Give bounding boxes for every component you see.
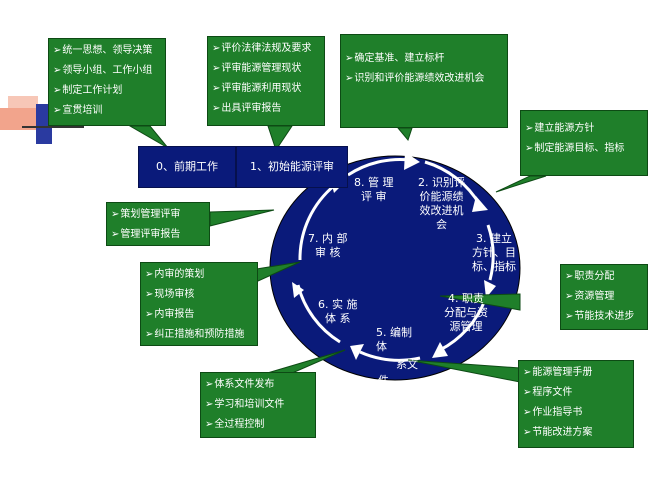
callout-item: 纠正措施和预防措施 (145, 325, 253, 345)
callout-item: 能源管理手册 (523, 363, 629, 383)
callout-item: 策划管理评审 (111, 205, 205, 225)
segment-label-5b: 系文 (396, 358, 418, 371)
callout-box-initial-review: 评价法律法规及要求 评审能源管理现状 评审能源利用现状 出具评审报告 (207, 36, 325, 126)
callout-item: 识别和评价能源绩效改进机会 (345, 69, 503, 89)
callout-box-baseline: 确定基准、建立标杆 识别和评价能源绩效改进机会 (340, 34, 508, 128)
callout-box-implementation: 体系文件发布 学习和培训文件 全过程控制 (200, 372, 316, 438)
segment-label-3: 3. 建立 方针、目 标、指标 (472, 232, 516, 273)
callout-item: 出具评审报告 (212, 99, 320, 119)
callout-item: 管理评审报告 (111, 225, 205, 245)
callout-box-documentation: 能源管理手册 程序文件 作业指导书 节能改进方案 (518, 360, 634, 448)
callout-box-preparation: 统一思想、领导决策 领导小组、工作小组 制定工作计划 宣贯培训 (48, 38, 166, 126)
callout-item: 作业指导书 (523, 403, 629, 423)
segment-label-5a: 5. 编制 体 (376, 326, 412, 353)
callout-item: 节能改进方案 (523, 423, 629, 443)
phase-tab-initial-review: 1、初始能源评审 (236, 146, 348, 188)
callout-item: 领导小组、工作小组 (53, 61, 161, 81)
callout-item: 统一思想、领导决策 (53, 41, 161, 61)
callout-item: 程序文件 (523, 383, 629, 403)
cycle-arrowheads (292, 152, 496, 360)
callout-item: 宣贯培训 (53, 101, 161, 121)
callout-item: 学习和培训文件 (205, 395, 311, 415)
segment-label-4: 4. 职责 分配与资 源管理 (444, 292, 488, 333)
segment-label-8: 8. 管 理 评 审 (354, 176, 394, 203)
callout-item: 评审能源管理现状 (212, 59, 320, 79)
callout-item: 内审报告 (145, 305, 253, 325)
callout-item: 现场审核 (145, 285, 253, 305)
phase-tab-preparation: 0、前期工作 (138, 146, 236, 188)
callout-pointers (128, 125, 547, 383)
callout-box-management-review: 策划管理评审 管理评审报告 (106, 202, 210, 246)
callout-item: 制定工作计划 (53, 81, 161, 101)
callout-item: 内审的策划 (145, 265, 253, 285)
callout-item: 建立能源方针 (525, 119, 643, 139)
segment-label-6: 6. 实 施 体 系 (318, 298, 358, 325)
callout-item: 确定基准、建立标杆 (345, 49, 503, 69)
segment-label-2: 2. 识别评 价能源绩 效改进机 会 (418, 176, 465, 231)
callout-item: 职责分配 (565, 267, 643, 287)
callout-item: 节能技术进步 (565, 307, 643, 327)
callout-item: 体系文件发布 (205, 375, 311, 395)
callout-box-policy: 建立能源方针 制定能源目标、指标 (520, 110, 648, 176)
callout-item: 制定能源目标、指标 (525, 139, 643, 159)
callout-box-internal-audit: 内审的策划 现场审核 内审报告 纠正措施和预防措施 (140, 262, 258, 346)
callout-item: 全过程控制 (205, 415, 311, 435)
callout-item: 评审能源利用现状 (212, 79, 320, 99)
callout-item: 资源管理 (565, 287, 643, 307)
segment-label-7: 7. 内 部 审 核 (308, 232, 348, 259)
callout-box-responsibilities: 职责分配 资源管理 节能技术进步 (560, 264, 648, 330)
segment-label-5c: 件 (378, 374, 389, 387)
callout-item: 评价法律法规及要求 (212, 39, 320, 59)
